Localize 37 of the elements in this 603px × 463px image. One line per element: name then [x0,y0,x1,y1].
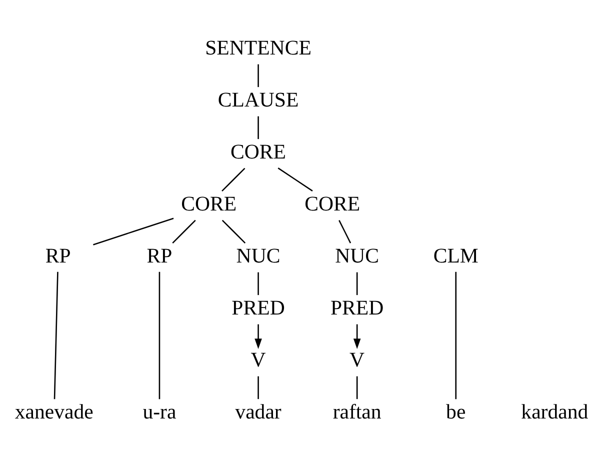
node-text: NUC [335,244,380,268]
node-text: CORE [230,140,286,164]
connector [258,116,259,140]
node-text: CORE [304,192,360,216]
connector [356,272,358,296]
node-text: vadar [235,400,282,424]
node-text: RP [45,244,71,268]
connector [278,168,313,192]
node-text: be [446,400,466,424]
arrow [353,324,361,350]
connector [93,218,174,246]
connector [338,220,352,244]
connector [258,64,259,88]
node-text: SENTENCE [205,36,312,60]
node-text: V [350,348,365,372]
connector [455,272,457,400]
connector [222,168,246,192]
connector [54,272,58,400]
node-text: PRED [232,296,285,320]
connector [356,376,358,400]
node-text: kardand [521,400,588,424]
node-text: raftan [332,400,382,424]
node-text: CLM [433,244,478,268]
connector [258,272,259,296]
node-text: xanevade [14,400,94,424]
connector [222,220,246,244]
node-text: RP [146,244,172,268]
connector [258,376,259,400]
node-text: PRED [330,296,384,320]
arrow [254,324,262,350]
node-text: V [250,348,266,372]
node-text: CORE [181,192,237,216]
node-text: u-ra [142,400,176,424]
node-text: NUC [236,244,280,268]
connector [158,272,160,400]
node-text: CLAUSE [218,88,299,112]
connector [172,220,196,244]
